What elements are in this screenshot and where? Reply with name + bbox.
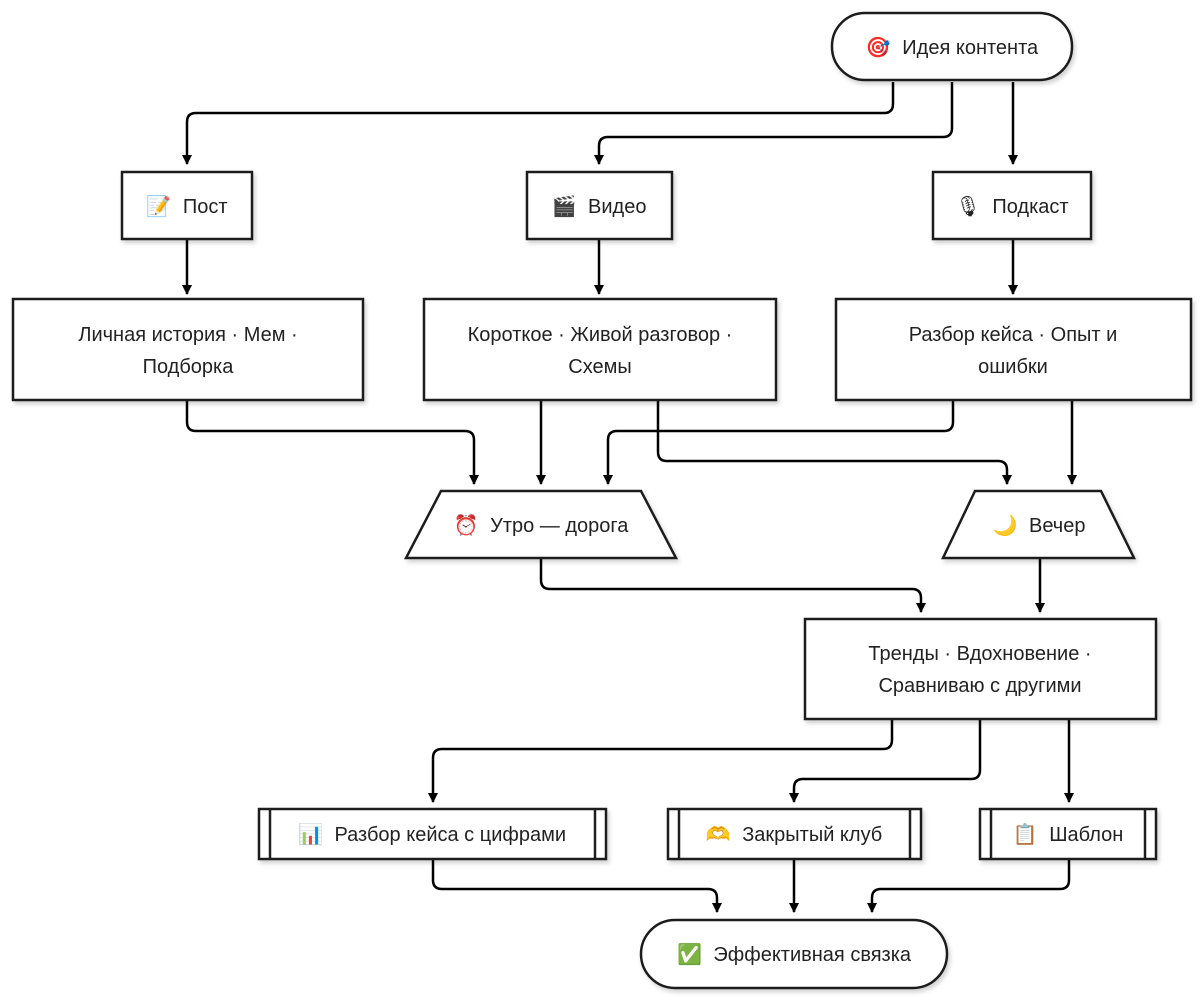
club-label: Закрытый клуб (742, 824, 882, 846)
crescent-moon-icon: 🌙 (993, 513, 1018, 537)
target-icon: 🎯 (866, 35, 891, 59)
node-post-formats: Личная история · Мем · Подборка (11, 297, 365, 402)
svg-text:🎙 Подкаст: 🎙 Подкаст (955, 194, 1068, 218)
node-podcast-formats: Разбор кейса · Опыт и ошибки (834, 297, 1193, 402)
edge-idea-post (182, 82, 895, 165)
edge-idea-video (594, 82, 954, 165)
node-evening: 🌙 Вечер (941, 489, 1137, 560)
microphone-icon: 🎙 (955, 194, 980, 218)
post-label: Пост (183, 196, 228, 218)
post-formats-line2: Подборка (143, 356, 235, 378)
video-formats-line1: Короткое · Живой разговор · (468, 324, 733, 346)
video-formats-line2: Схемы (568, 356, 631, 378)
node-club: 🫶 Закрытый клуб (666, 807, 923, 861)
edges (182, 82, 1077, 913)
edge-motives-club (789, 719, 982, 803)
motives-line1: Тренды · Вдохновение · (868, 643, 1091, 665)
svg-text:🫶 Закрытый клуб: 🫶 Закрытый клуб (706, 822, 883, 846)
edge-motives-case (428, 719, 894, 803)
node-video: 🎬 Видео (525, 170, 674, 241)
edge-postformats-morning (185, 401, 479, 485)
case-label: Разбор кейса с цифрами (334, 824, 566, 846)
post-formats-line1: Личная история · Мем · (78, 324, 297, 346)
node-idea: 🎯 Идея контента (830, 11, 1074, 82)
clipboard-icon: 📋 (1013, 822, 1038, 846)
edge-template-result (867, 859, 1071, 913)
edge-videoformats-evening (656, 401, 1012, 485)
podcast-formats-line2: ошибки (978, 356, 1048, 378)
edge-case-result (431, 859, 722, 913)
node-result: ✅ Эффективная связка (639, 918, 949, 990)
motives-line2: Сравниваю с другими (878, 675, 1081, 697)
svg-text:🎯 Идея контента: 🎯 Идея контента (866, 35, 1039, 59)
bar-chart-icon: 📊 (298, 822, 323, 846)
alarm-clock-icon: ⏰ (454, 513, 479, 537)
node-morning: ⏰ Утро — дорога (403, 489, 679, 560)
template-label: Шаблон (1049, 824, 1123, 846)
node-template: 📋 Шаблон (978, 807, 1158, 861)
heart-hands-icon: 🫶 (706, 822, 731, 846)
svg-text:✅ Эффективная связка: ✅ Эффективная связка (677, 942, 912, 966)
edge-morning-motives (539, 559, 926, 613)
video-label: Видео (588, 196, 646, 218)
svg-text:🌙 Вечер: 🌙 Вечер (993, 513, 1086, 537)
node-video-formats: Короткое · Живой разговор · Схемы (422, 297, 778, 402)
svg-text:📋 Шаблон: 📋 Шаблон (1013, 822, 1124, 846)
check-mark-icon: ✅ (677, 942, 702, 966)
node-podcast: 🎙 Подкаст (931, 170, 1093, 241)
svg-text:🎬 Видео: 🎬 Видео (552, 194, 647, 218)
clapperboard-icon: 🎬 (552, 194, 577, 218)
memo-icon: 📝 (146, 194, 171, 218)
result-label: Эффективная связка (713, 944, 911, 966)
node-case: 📊 Разбор кейса с цифрами (257, 807, 608, 861)
edge-podcastformats-morning (603, 401, 955, 485)
podcast-formats-line1: Разбор кейса · Опыт и (909, 324, 1118, 346)
podcast-label: Подкаст (992, 196, 1068, 218)
node-post: 📝 Пост (120, 170, 254, 241)
idea-label: Идея контента (902, 37, 1039, 59)
svg-text:⏰ Утро — дорога: ⏰ Утро — дорога (454, 513, 630, 537)
svg-text:📊 Разбор кейса с цифрам: 📊 Разбор кейса с цифрами (298, 822, 566, 846)
morning-label: Утро — дорога (490, 515, 629, 537)
evening-label: Вечер (1029, 515, 1085, 537)
node-motives: Тренды · Вдохновение · Сравниваю с други… (803, 617, 1158, 721)
svg-text:📝 Пост: 📝 Пост (146, 194, 227, 218)
